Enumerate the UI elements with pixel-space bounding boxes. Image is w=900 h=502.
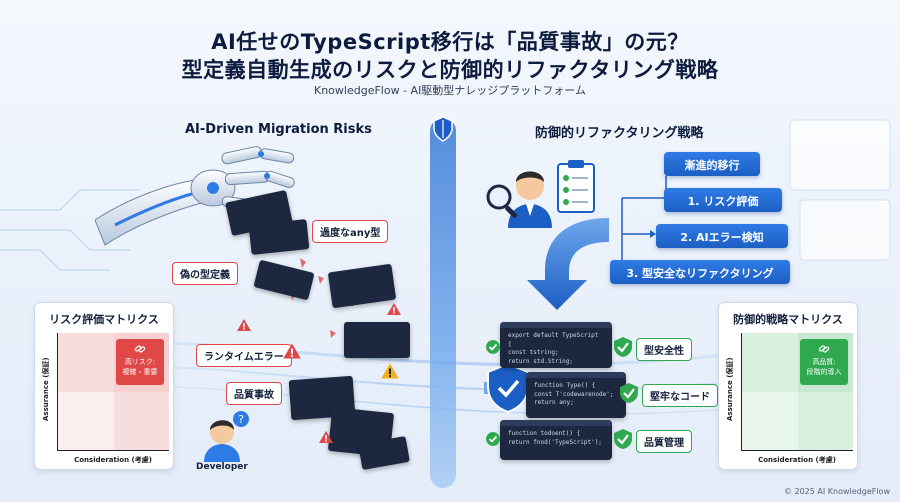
flow-step-3: 3. 型安全なリファクタリング	[610, 260, 790, 284]
check-icon	[614, 429, 632, 449]
magnifier-icon	[486, 184, 518, 218]
risk-matrix-grid: 高リスク: 複雑・重要	[57, 333, 169, 451]
broken-code-fragment	[344, 322, 410, 358]
arrow-icon	[527, 218, 609, 310]
check-icon	[486, 340, 500, 354]
label-any-type: 過度なany型	[312, 220, 389, 243]
code-card-3: function todoent() { return fnod('TypeSc…	[500, 420, 612, 460]
shield-icon	[433, 116, 453, 142]
page-title-line-1: AI任せのTypeScript移行は「品質事故」の元？	[211, 30, 689, 54]
risk-hot-cell: 高リスク: 複雑・重要	[116, 339, 164, 385]
warning-icon	[283, 343, 301, 359]
label-false-type: 偽の型定義	[172, 262, 238, 285]
label-robust-code: 堅牢なコード	[642, 384, 718, 407]
strategy-hot-cell-text: 高品質: 段階的導入	[806, 358, 842, 376]
code-card-1: export default TypeScript { const tstrin…	[500, 322, 612, 368]
risk-hot-cell-text: 高リスク: 複雑・重要	[122, 358, 158, 376]
strategy-matrix: 防御的戦略マトリクス 高品質: 段階的導入 Assurance (保証) Con…	[718, 302, 858, 470]
left-section-heading: AI-Driven Migration Risks	[185, 122, 372, 137]
check-icon	[614, 337, 632, 357]
check-icon	[620, 383, 638, 403]
svg-text:?: ?	[238, 413, 244, 426]
strategy-hot-cell: 高品質: 段階的導入	[800, 339, 848, 385]
flow-root: 漸進的移行	[664, 152, 760, 176]
warning-icon	[387, 303, 401, 315]
check-icon	[486, 432, 500, 446]
link-icon	[818, 345, 830, 353]
page-title-line-2: 型定義自動生成のリスクと防御的リファクタリング戦略	[181, 58, 719, 82]
link-icon	[134, 345, 146, 353]
right-section-heading: 防御的リファクタリング戦略	[535, 126, 704, 141]
label-type-safety: 型安全性	[636, 338, 692, 361]
broken-code-fragment	[248, 219, 310, 255]
code-card-2: function Type() { const T'codewarenode';…	[526, 372, 626, 418]
clipboard-icon	[557, 160, 595, 213]
risk-matrix-y-label: Assurance (保証)	[42, 357, 50, 421]
footer-copyright: © 2025 AI KnowledgeFlow	[783, 487, 890, 496]
strategy-matrix-x-label: Consideration (考慮)	[758, 456, 836, 464]
risk-matrix-title: リスク評価マトリクス	[49, 313, 159, 326]
strategy-matrix-title: 防御的戦略マトリクス	[733, 313, 843, 326]
warning-icon	[319, 431, 333, 443]
analyst-icon	[508, 171, 552, 228]
shield-icon	[484, 362, 529, 414]
developer-avatar-icon: ?	[204, 411, 249, 462]
strategy-matrix-grid: 高品質: 段階的導入	[741, 333, 853, 451]
developer-label: Developer	[196, 462, 248, 472]
risk-matrix: リスク評価マトリクス 高リスク: 複雑・重要 Assurance (保証) Co…	[34, 302, 174, 470]
page-subtitle: KnowledgeFlow - AI駆動型ナレッジプラットフォーム	[314, 84, 586, 97]
label-quality-control: 品質管理	[636, 430, 692, 453]
label-quality-accident: 品質事故	[226, 382, 282, 405]
center-divider	[430, 118, 456, 488]
risk-matrix-x-label: Consideration (考慮)	[74, 456, 152, 464]
label-runtime-error: ランタイムエラー	[196, 344, 292, 367]
strategy-matrix-y-label: Assurance (保証)	[726, 357, 734, 421]
flow-step-2: 2. AIエラー検知	[656, 224, 788, 248]
warning-icon	[237, 319, 251, 331]
warning-icon	[381, 363, 399, 379]
flow-step-1: 1. リスク評価	[664, 188, 782, 212]
